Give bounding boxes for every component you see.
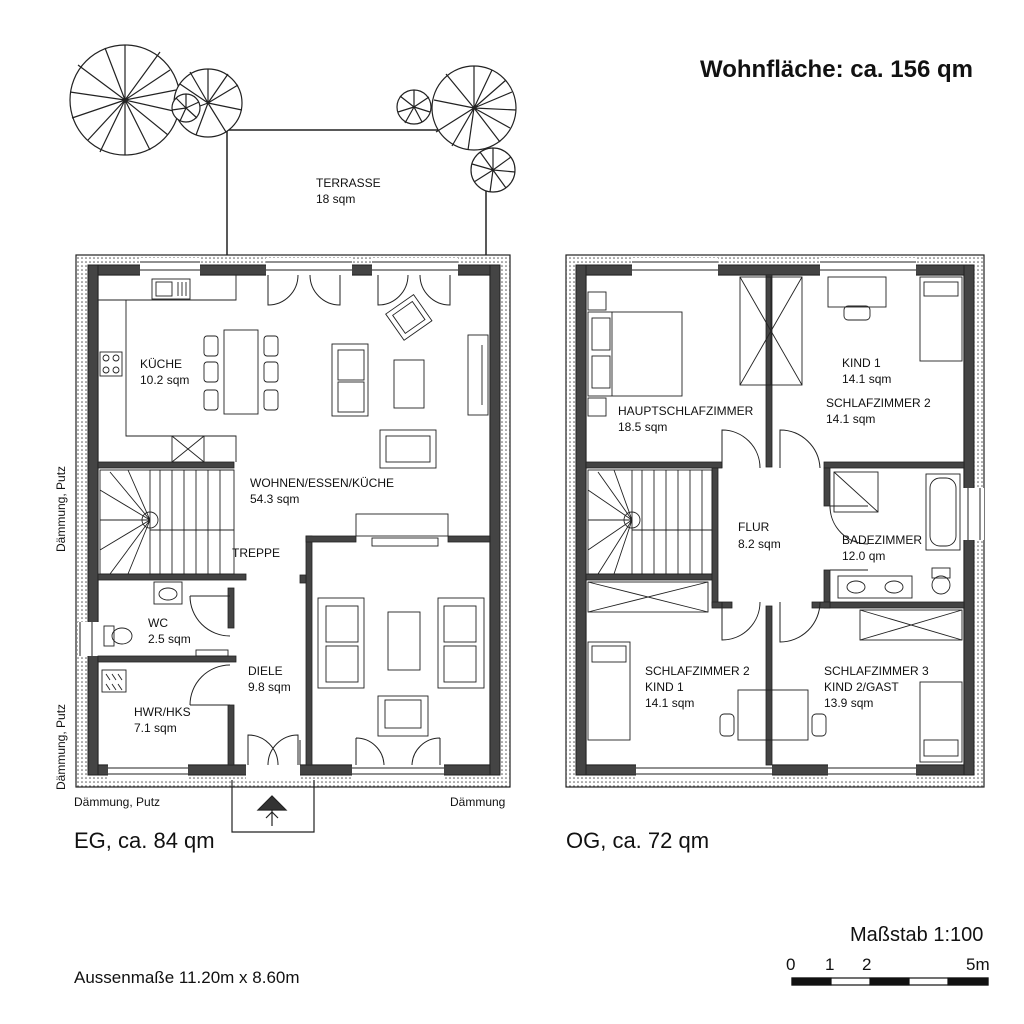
- schlaf2-sub: KIND 1: [645, 680, 684, 694]
- living-furniture: [331, 293, 489, 547]
- scale-tick-0: 0: [786, 955, 796, 974]
- utility-area: 7.1 sqm: [134, 721, 177, 735]
- master-bedroom-area: 18.5 sqm: [618, 420, 668, 434]
- wc-utility-fixtures: [101, 581, 229, 693]
- og-interior-walls: [585, 274, 965, 766]
- kind1-top-name: KIND 1: [842, 356, 881, 370]
- insulation-label-bottom-right: Dämmung: [450, 795, 506, 809]
- kitchen-area: 10.2 sqm: [140, 373, 190, 387]
- og-insulation: [565, 254, 985, 788]
- entrance-porch: [231, 780, 315, 833]
- eg-openings: [78, 258, 458, 780]
- eg-insulation: [75, 254, 511, 788]
- bath-area: 12.0 qm: [842, 549, 886, 563]
- scale-tick-1: 1: [825, 955, 835, 974]
- schlaf2-name: SCHLAFZIMMER 2: [645, 664, 750, 678]
- insulation-label-bottom-left: Dämmung, Putz: [74, 795, 161, 809]
- hall-name: DIELE: [248, 664, 283, 678]
- scale-tick-5m: 5m: [966, 955, 990, 974]
- schlaf2-top-area: 14.1 sqm: [826, 412, 876, 426]
- wc-name: WC: [148, 616, 168, 630]
- og-doors: [721, 429, 869, 643]
- terrace-outline: [226, 129, 487, 255]
- scale-label: Maßstab 1:100: [850, 924, 984, 946]
- kitchen-furniture: [98, 275, 279, 463]
- ground-floor-label: EG, ca. 84 qm: [74, 828, 215, 853]
- insulation-label-left-lower: Dämmung, Putz: [54, 703, 68, 790]
- bath-name: BADEZIMMER: [842, 533, 923, 547]
- master-bedroom-name: HAUPTSCHLAFZIMMER: [618, 404, 754, 418]
- lounge-furniture: [317, 597, 485, 737]
- og-furniture: [587, 276, 963, 763]
- eg-interior-walls: [97, 461, 491, 766]
- scale-bar: [791, 977, 989, 986]
- utility-name: HWR/HKS: [134, 705, 191, 719]
- schlaf2-area: 14.1 sqm: [645, 696, 695, 710]
- living-name: WOHNEN/ESSEN/KÜCHE: [250, 476, 395, 490]
- eg-stairs: [99, 469, 235, 575]
- scale-tick-2: 2: [862, 955, 872, 974]
- stairs-name: TREPPE: [232, 546, 281, 560]
- insulation-label-left-upper: Dämmung, Putz: [54, 465, 68, 552]
- og-windows: [632, 261, 981, 775]
- upper-floor-label: OG, ca. 72 qm: [566, 828, 710, 853]
- outer-dimensions: Aussenmaße 11.20m x 8.60m: [74, 968, 300, 987]
- schlaf3-name: SCHLAFZIMMER 3: [824, 664, 929, 678]
- eg-doors: [189, 274, 451, 766]
- schlaf2-top-name: SCHLAFZIMMER 2: [826, 396, 931, 410]
- wc-area: 2.5 sqm: [148, 632, 191, 646]
- terrace-area: 18 sqm: [316, 192, 356, 206]
- living-area: 54.3 sqm: [250, 492, 300, 506]
- living-area-total: Wohnfläche: ca. 156 qm: [700, 56, 973, 83]
- og-stairs: [587, 469, 713, 575]
- kind1-top-area: 14.1 sqm: [842, 372, 892, 386]
- flur-area: 8.2 sqm: [738, 537, 781, 551]
- kitchen-name: KÜCHE: [140, 357, 183, 371]
- schlaf3-area: 13.9 sqm: [824, 696, 874, 710]
- hall-area: 9.8 sqm: [248, 680, 291, 694]
- terrace-name: TERRASSE: [316, 176, 381, 190]
- tree-symbols: [69, 44, 517, 193]
- flur-name: FLUR: [738, 520, 770, 534]
- schlaf3-sub: KIND 2/GAST: [824, 680, 899, 694]
- eg-windows: [79, 261, 458, 775]
